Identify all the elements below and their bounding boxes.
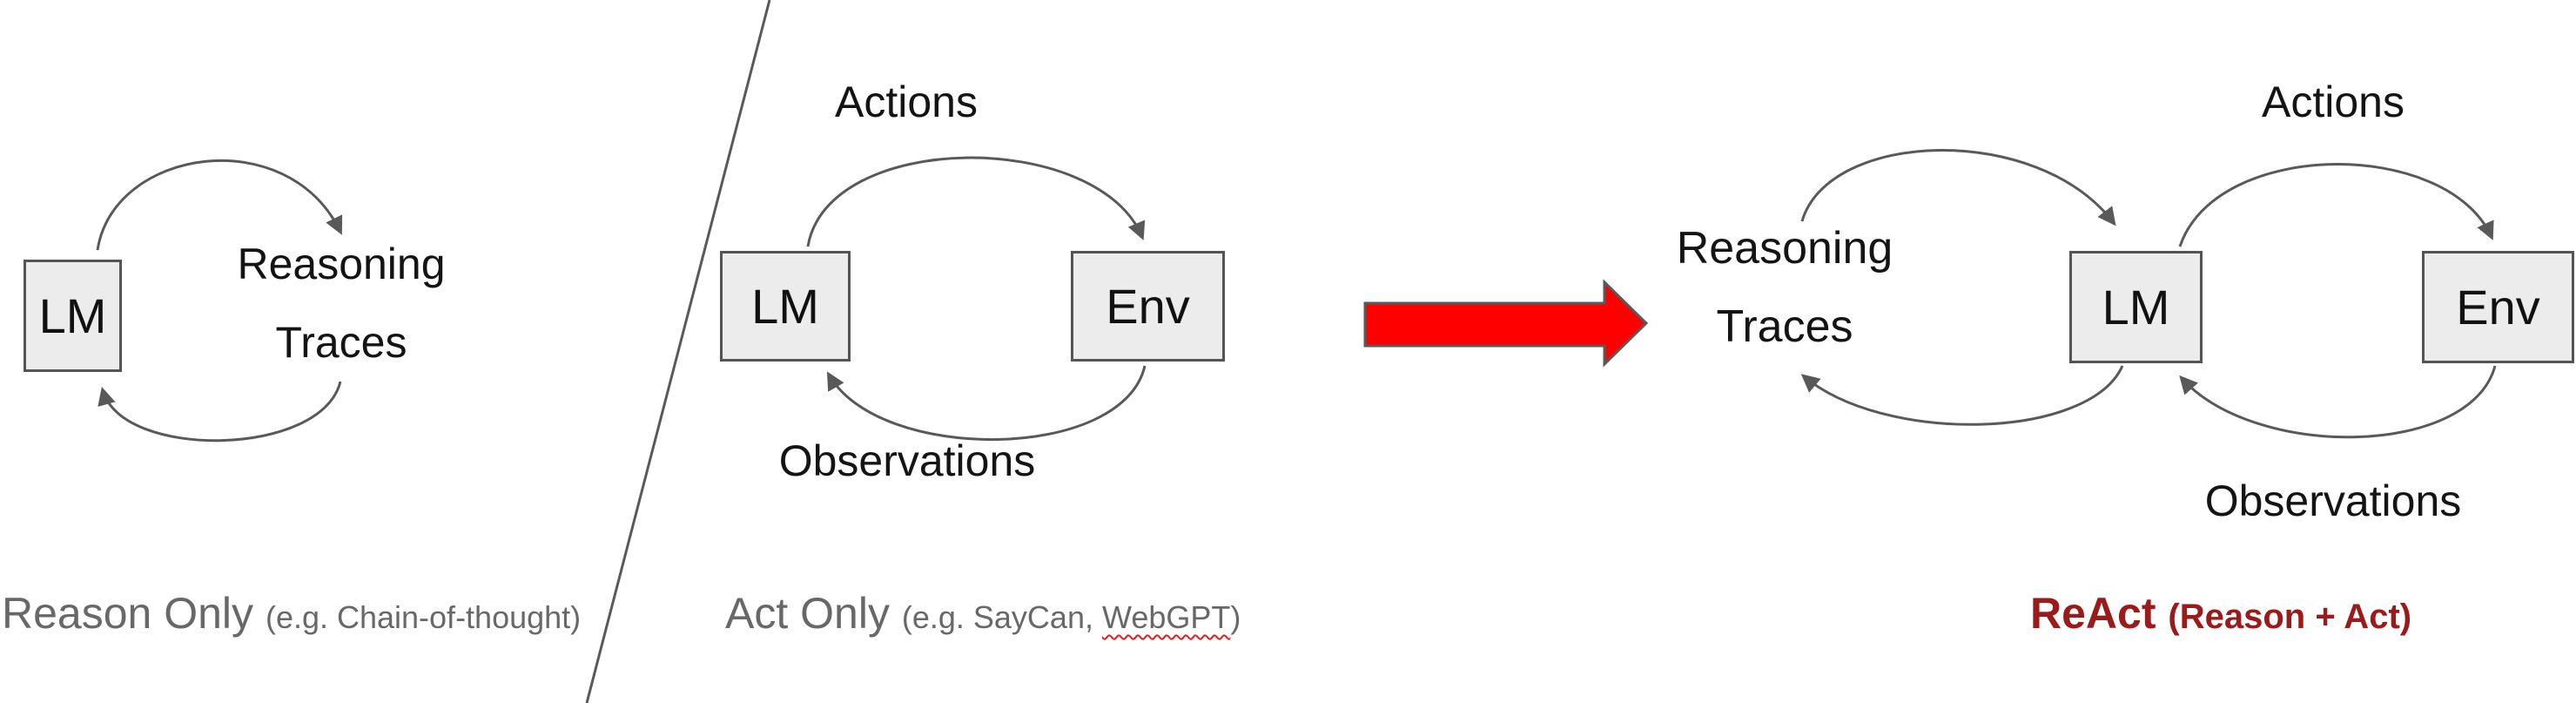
caption-detail-suffix: ) <box>1230 599 1241 635</box>
actions-label: Actions <box>835 78 978 126</box>
lm-box: LM <box>720 251 851 362</box>
observations-label: Observations <box>778 436 1036 485</box>
env-box-label: Env <box>1106 279 1190 334</box>
env-box: Env <box>1071 251 1225 362</box>
reasoning-traces-label: Reasoning Traces <box>1641 209 1928 366</box>
transform-arrow <box>1363 279 1649 368</box>
reasoning-traces-line1: Reasoning <box>1676 223 1893 274</box>
reasoning-traces-line2: Traces <box>1716 301 1853 352</box>
lm-box-label: LM <box>38 288 107 343</box>
lm-box: LM <box>24 260 122 372</box>
react-act-loop-bottom-arc <box>2179 365 2497 439</box>
caption-react-main: ReAct <box>2030 589 2156 638</box>
env-box-label: Env <box>2456 280 2540 335</box>
caption-reason-only: Reason Only (e.g. Chain-of-thought) <box>2 585 581 646</box>
caption-act-only: Act Only (e.g. SayCan, WebGPT) <box>725 585 1241 646</box>
lm-box: LM <box>2069 251 2203 363</box>
react-reason-loop-top-arc <box>1800 149 2116 226</box>
reason-loop-top-arc <box>96 159 343 251</box>
reasoning-traces-line2: Traces <box>275 318 407 367</box>
lm-box-label: LM <box>2102 280 2170 335</box>
env-box: Env <box>2422 251 2574 363</box>
reasoning-traces-label: Reasoning Traces <box>211 225 472 382</box>
reasoning-traces-line1: Reasoning <box>237 240 446 288</box>
caption-detail-prefix: (e.g. SayCan, <box>901 599 1102 635</box>
react-act-loop-top-arc <box>2178 163 2494 247</box>
actions-label: Actions <box>2262 78 2404 126</box>
react-reason-loop-bottom-arc <box>1800 365 2124 426</box>
caption-react-detail: (Reason + Act) <box>2168 598 2412 636</box>
caption-reason-only-detail: (e.g. Chain-of-thought) <box>265 599 582 635</box>
act-loop-bottom-arc <box>826 365 1147 442</box>
observations-label: Observations <box>2204 477 2462 525</box>
caption-react: ReAct (Reason + Act) <box>2030 585 2411 645</box>
reason-loop-bottom-arc <box>98 381 342 443</box>
caption-reason-only-main: Reason Only <box>2 589 254 638</box>
caption-act-only-detail: (e.g. SayCan, WebGPT) <box>902 599 1241 635</box>
webgpt-misspell-squiggle: WebGPT <box>1101 599 1231 635</box>
caption-act-only-main: Act Only <box>725 589 890 638</box>
separator-line <box>585 0 771 703</box>
lm-box-label: LM <box>751 279 819 334</box>
act-loop-top-arc <box>806 156 1146 247</box>
